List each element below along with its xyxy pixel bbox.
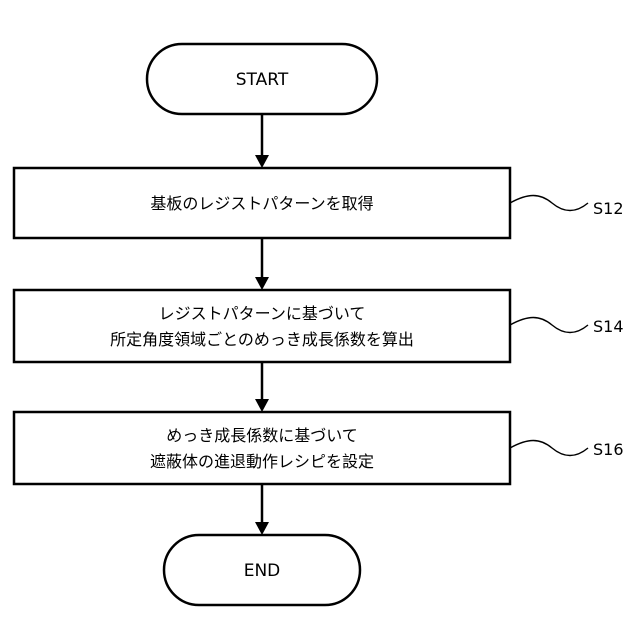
process-box-3-line-1: めっき成長係数に基づいて — [166, 426, 358, 445]
end-label: END — [244, 561, 281, 581]
process-box-3-line-2: 遮蔽体の進退動作レシピを設定 — [150, 452, 374, 471]
arrowhead — [255, 277, 269, 290]
arrowhead — [255, 522, 269, 535]
process-box-2-line-2: 所定角度領域ごとのめっき成長係数を算出 — [110, 330, 414, 349]
process-box-2-line-1: レジストパターンに基づいて — [159, 304, 366, 323]
step-1-ref-label: S12 — [593, 199, 624, 218]
start-label: START — [236, 70, 289, 90]
process-step-3: めっき成長係数に基づいて 遮蔽体の進退動作レシピを設定 S16 — [14, 412, 624, 484]
process-step-1: 基板のレジストパターンを取得 S12 — [14, 168, 624, 238]
arrow-step-2-to-step-3 — [255, 362, 269, 412]
step-2-ref-label: S14 — [593, 317, 624, 336]
process-box-3 — [14, 412, 510, 484]
arrow-step-1-to-step-2 — [255, 238, 269, 290]
process-box-1-line-1: 基板のレジストパターンを取得 — [150, 194, 373, 213]
step-2-ref-leader — [510, 318, 588, 333]
arrow-step-3-to-end — [255, 484, 269, 535]
arrowhead — [255, 155, 269, 168]
arrow-start-to-step-1 — [255, 114, 269, 168]
step-3-ref-label: S16 — [593, 440, 624, 459]
step-1-ref-leader — [510, 196, 588, 211]
arrowhead — [255, 399, 269, 412]
step-3-ref-leader — [510, 441, 588, 456]
process-step-2: レジストパターンに基づいて 所定角度領域ごとのめっき成長係数を算出 S14 — [14, 290, 624, 362]
start-terminal: START — [147, 44, 377, 114]
end-terminal: END — [164, 535, 360, 605]
process-box-2 — [14, 290, 510, 362]
